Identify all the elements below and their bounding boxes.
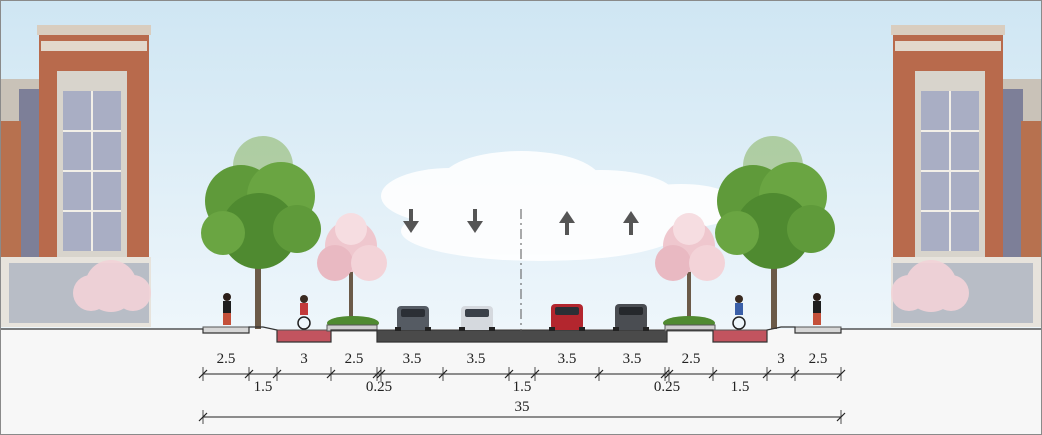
- building-right: [891, 25, 1041, 327]
- segment-width-label: 3.5: [403, 351, 422, 367]
- pedestrian-icon: [223, 293, 231, 325]
- down-arrow-icon: [403, 209, 419, 233]
- total-width-label: 35: [515, 399, 530, 415]
- segment-width-label: 3.5: [467, 351, 486, 367]
- car-icon: [459, 306, 495, 331]
- segment-width-label: 3: [300, 351, 308, 367]
- tree-icon: [201, 136, 321, 329]
- up-arrow-icon: [559, 211, 575, 235]
- segment-width-label: 3: [777, 351, 785, 367]
- building-left: [1, 25, 151, 327]
- segment-width-label: 1.5: [513, 379, 532, 395]
- segment-width-label: 2.5: [682, 351, 701, 367]
- blossom-tree-icon: [891, 260, 969, 312]
- cyclist-icon: [732, 295, 746, 330]
- blossom-tree-icon: [73, 260, 151, 312]
- segment-width-label: 2.5: [345, 351, 364, 367]
- up-arrow-icon: [623, 211, 639, 235]
- cyclist-icon: [297, 295, 311, 330]
- segment-width-label: 3.5: [558, 351, 577, 367]
- segment-width-label: 0.25: [366, 379, 392, 395]
- segment-width-label: 1.5: [731, 379, 750, 395]
- down-arrow-icon: [467, 209, 483, 233]
- segment-width-label: 1.5: [254, 379, 273, 395]
- pedestrian-icon: [813, 293, 821, 325]
- segment-width-label: 2.5: [217, 351, 236, 367]
- blossom-tree-icon: [317, 213, 387, 321]
- segment-width-label: 3.5: [623, 351, 642, 367]
- clouds: [381, 151, 741, 261]
- segment-width-label: 2.5: [809, 351, 828, 367]
- car-icon: [395, 306, 431, 331]
- segment-width-label: 0.25: [654, 379, 680, 395]
- road-profile: [1, 324, 1041, 343]
- car-icon: [549, 304, 585, 331]
- blossom-tree-icon: [655, 213, 725, 321]
- car-icon: [613, 304, 649, 331]
- tree-icon: [715, 136, 835, 329]
